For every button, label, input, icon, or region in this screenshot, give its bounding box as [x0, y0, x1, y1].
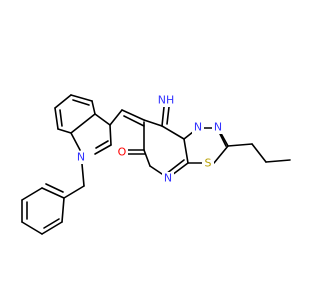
imine-nh-text: NH	[158, 94, 175, 107]
sulfur-text: S	[205, 157, 212, 170]
atom-labels: NH N N S N O N	[75, 94, 224, 185]
n-ring-c-text: N	[164, 172, 172, 185]
bond-lines	[21, 94, 291, 235]
n-ring-b-text: N	[214, 121, 222, 134]
imine-label: NH	[155, 94, 177, 107]
n-ring-b-label: N	[212, 121, 224, 134]
n-indole-text: N	[77, 151, 85, 164]
oxygen-label: O	[116, 146, 128, 159]
oxygen-text: O	[118, 146, 127, 159]
n-ring-c-label: N	[162, 172, 174, 185]
sulfur-label: S	[202, 157, 214, 170]
n-ring-a-text: N	[194, 121, 202, 134]
n-ring-a-label: N	[192, 121, 204, 134]
molecule-structure: NH N N S N O N	[21, 94, 291, 235]
n-indole-label: N	[75, 151, 87, 164]
